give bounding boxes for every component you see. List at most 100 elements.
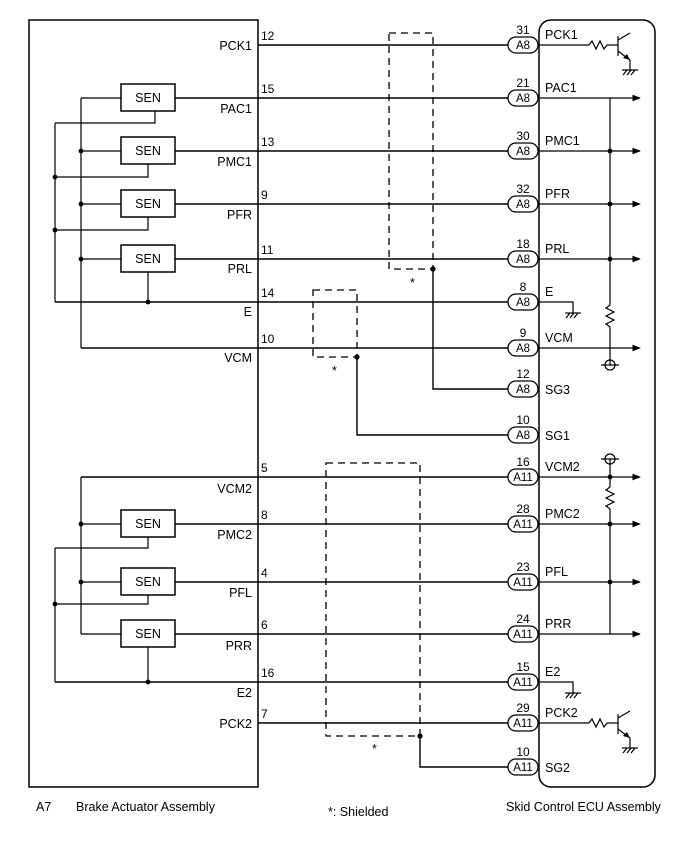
pin-number: 14 [261, 286, 275, 300]
ecu-terminal-name: VCM [545, 331, 573, 345]
actuator-name: Brake Actuator Assembly [76, 800, 216, 814]
terminal-name: VCM [224, 351, 252, 365]
ecu-pin-number: 23 [516, 560, 530, 574]
ecu-terminal-name: SG2 [545, 761, 570, 775]
ecu-name: Skid Control ECU Assembly [506, 800, 662, 814]
left-pin-numbers: 12 15 13 9 11 14 10 5 8 4 6 16 7 [261, 29, 275, 721]
connector-code: A8 [516, 199, 530, 211]
upper-sensor-wiring [52, 97, 156, 348]
connector-code: A11 [513, 762, 533, 774]
signal-wires [55, 44, 508, 724]
shield-mark: * [410, 276, 415, 290]
ecu-terminal-name: PAC1 [545, 81, 577, 95]
connector-code: A11 [513, 472, 533, 484]
terminal-name: PAC1 [220, 102, 252, 116]
ecu-terminal-name: PRL [545, 242, 569, 256]
shield-box-lower [325, 462, 421, 737]
ecu-terminal-name: E [545, 285, 553, 299]
skid-control-ecu-box [538, 19, 656, 788]
pfr-sensor [120, 189, 176, 218]
lower-sensor-wiring [52, 477, 151, 685]
ecu-terminal-name: SG3 [545, 383, 570, 397]
ecu-pin-number: 30 [516, 129, 530, 143]
ecu-pin-number: 28 [516, 502, 530, 516]
prl-sensor [120, 244, 176, 273]
ecu-pin-number: 32 [516, 182, 530, 196]
pin-number: 6 [261, 618, 268, 632]
ecu-terminal-name: SG1 [545, 429, 570, 443]
ecu-pin-number: 24 [516, 612, 530, 626]
ecu-pin-number: 10 [516, 745, 530, 759]
terminal-name: E2 [237, 686, 252, 700]
left-terminal-names: PCK1 PAC1 PMC1 PFR PRL E VCM VCM2 PMC2 P… [217, 39, 252, 731]
ecu-terminal-name: PMC2 [545, 507, 580, 521]
pin-number: 8 [261, 508, 268, 522]
terminal-name: PFL [229, 586, 252, 600]
ecu-terminal-name: VCM2 [545, 460, 580, 474]
ecu-pin-number: 10 [516, 413, 530, 427]
connector-code: A8 [516, 430, 530, 442]
connector-code: A8 [516, 146, 530, 158]
ecu-pin-number: 18 [516, 237, 530, 251]
sensor-boxes: SEN SEN SEN SEN SEN SEN SEN [120, 83, 176, 648]
sensor-label: SEN [135, 627, 161, 641]
connector-code: A8 [516, 254, 530, 266]
brake-actuator-assembly-box [28, 19, 259, 788]
ecu-pin-number: 9 [520, 326, 527, 340]
ecu-pin-number: 31 [516, 23, 530, 37]
pin-number: 12 [261, 29, 275, 43]
prr-sensor [120, 619, 176, 648]
connector-code: A11 [513, 629, 533, 641]
connector-code: A8 [516, 297, 530, 309]
connector-code: A8 [516, 93, 530, 105]
pin-number: 9 [261, 188, 268, 202]
pin-number: 13 [261, 135, 275, 149]
shield-note: *: Shielded [328, 805, 389, 819]
sensor-label: SEN [135, 91, 161, 105]
ecu-pin-number: 12 [516, 367, 530, 381]
connector-pill [507, 380, 539, 398]
ecu-pin-number: 16 [516, 455, 530, 469]
pfl-sensor [120, 567, 176, 596]
ecu-terminal-name: PRR [545, 617, 571, 631]
pac1-sensor [120, 83, 176, 112]
connector-code: A11 [513, 519, 533, 531]
sensor-label: SEN [135, 575, 161, 589]
ecu-pin-number: 8 [520, 280, 527, 294]
pin-number: 10 [261, 332, 275, 346]
ecu-pin-number: 21 [516, 76, 530, 90]
sensor-label: SEN [135, 144, 161, 158]
ecu-terminal-name: E2 [545, 665, 560, 679]
connector-pill [507, 426, 539, 444]
terminal-name: PFR [227, 208, 252, 222]
pin-number: 16 [261, 666, 275, 680]
shield-mark: * [332, 364, 337, 378]
connector-code: A8 [516, 384, 530, 396]
sensor-label: SEN [135, 517, 161, 531]
ecu-internal-wiring [538, 32, 641, 754]
sensor-label: SEN [135, 252, 161, 266]
connector-code: A8 [516, 40, 530, 52]
terminal-name: PMC2 [217, 528, 252, 542]
pin-number: 4 [261, 566, 268, 580]
pin-number: 15 [261, 82, 275, 96]
actuator-code: A7 [36, 800, 51, 814]
ecu-terminal-name: PMC1 [545, 134, 580, 148]
connector-code: A11 [513, 718, 533, 730]
terminal-name: PCK1 [219, 39, 252, 53]
ecu-pin-number: 29 [516, 701, 530, 715]
sensor-label: SEN [135, 197, 161, 211]
ecu-pin-number: 15 [516, 660, 530, 674]
shield-box-middle [312, 289, 358, 358]
terminal-name: PRR [226, 639, 252, 653]
terminal-name: PMC1 [217, 155, 252, 169]
shield-mark: * [372, 742, 377, 756]
terminal-name: VCM2 [217, 482, 252, 496]
shield-drain-wires [354, 266, 508, 768]
ecu-terminal-name: PCK2 [545, 706, 578, 720]
connector-code: A11 [513, 577, 533, 589]
connector-pill [507, 758, 539, 776]
pmc1-sensor [120, 136, 176, 165]
